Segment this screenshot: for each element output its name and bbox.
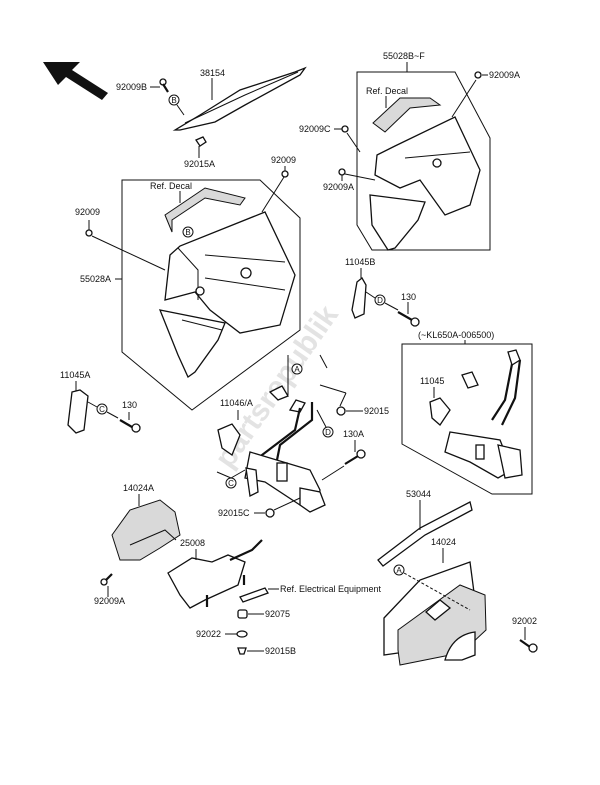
group-box-11045	[401, 343, 533, 495]
screw-92009C	[341, 125, 349, 133]
screw-92009A-mid	[338, 168, 346, 176]
callout-b-left-text: B	[185, 228, 190, 237]
callout-d-right	[374, 294, 386, 306]
label-92009B: 92009B	[116, 82, 147, 92]
label-55028A: 55028A	[80, 274, 111, 284]
bolt-130A	[344, 449, 366, 465]
bolt-130-left	[119, 419, 141, 433]
label-92015: 92015	[364, 406, 389, 416]
callout-a-bottom	[393, 564, 405, 576]
part-55028B-cowl	[369, 97, 481, 251]
label-92009C: 92009C	[299, 124, 331, 134]
nut-92015C	[265, 508, 275, 518]
label-53044: 53044	[406, 489, 431, 499]
callout-d-center	[322, 426, 334, 438]
label-130A: 130A	[343, 429, 364, 439]
grommet-92075	[237, 609, 248, 619]
callout-b-top	[168, 94, 180, 106]
part-38154	[172, 66, 307, 131]
callout-a-bottom-text: A	[396, 566, 402, 575]
label-92009-left: 92009	[75, 207, 100, 217]
bracket-11045B	[351, 277, 367, 319]
callout-b-top-text: B	[171, 96, 176, 105]
clip-92015A	[195, 136, 207, 147]
nut-92015B	[237, 647, 247, 655]
screw-92002	[519, 639, 538, 653]
label-25008: 25008	[180, 538, 205, 548]
label-55028B: 55028B~F	[383, 51, 425, 61]
callout-c-left-text: C	[99, 405, 105, 414]
label-130-right: 130	[401, 292, 416, 302]
callout-b-left	[182, 226, 194, 238]
label-14024A: 14024A	[123, 483, 154, 493]
note-ref-electrical: Ref. Electrical Equipment	[280, 584, 382, 594]
strip-53044	[377, 501, 473, 567]
screw-92009A-top	[474, 71, 482, 79]
callout-d-right-text: D	[377, 296, 383, 305]
callout-c-left	[96, 403, 108, 415]
screw-92009-left	[85, 229, 93, 237]
label-92075: 92075	[265, 609, 290, 619]
stay-11045	[429, 349, 523, 479]
label-92009-top: 92009	[271, 155, 296, 165]
label-11045B: 11045B	[345, 257, 375, 267]
callout-a-center	[291, 363, 303, 375]
callout-d-center-text: D	[325, 428, 331, 437]
screw-92009-top	[281, 170, 289, 178]
note-ref-decal-right: Ref. Decal	[366, 86, 408, 96]
nut-92015	[336, 406, 346, 416]
screw-92009B	[159, 78, 169, 93]
stay-11046A	[217, 385, 326, 513]
label-92015C: 92015C	[218, 508, 250, 518]
callout-c-center-text: C	[228, 479, 234, 488]
cover-14024	[383, 561, 487, 666]
label-92015B: 92015B	[265, 646, 296, 656]
label-11046A: 11046/A	[220, 398, 253, 408]
label-92009A-mid: 92009A	[323, 182, 354, 192]
label-14024: 14024	[431, 537, 456, 547]
group-box-55028A	[121, 179, 301, 411]
cover-14024A	[111, 499, 181, 561]
note-ref-decal-left: Ref. Decal	[150, 181, 192, 191]
note-serial-range: (~KL650A-006500)	[418, 330, 494, 340]
callout-a-center-text: A	[294, 365, 300, 374]
bolt-130-right	[397, 311, 420, 327]
washer-92022	[236, 630, 248, 638]
part-55028A-cowl	[158, 187, 296, 378]
label-130-left: 130	[122, 400, 137, 410]
front-direction-arrow-icon	[43, 62, 108, 100]
label-92022: 92022	[196, 629, 221, 639]
label-92015A: 92015A	[184, 159, 215, 169]
screw-92009A-bottom	[100, 573, 113, 586]
terminal-ref-electrical	[239, 587, 269, 603]
label-92009A-bottom: 92009A	[94, 596, 125, 606]
label-92009A-top: 92009A	[489, 70, 520, 80]
group-box-55028B	[356, 71, 491, 251]
bracket-25008	[167, 539, 263, 609]
bracket-11045A	[67, 389, 89, 434]
label-11045A: 11045A	[60, 370, 90, 380]
label-38154: 38154	[200, 68, 225, 78]
label-92002: 92002	[512, 616, 537, 626]
label-11045: 11045	[420, 376, 444, 386]
